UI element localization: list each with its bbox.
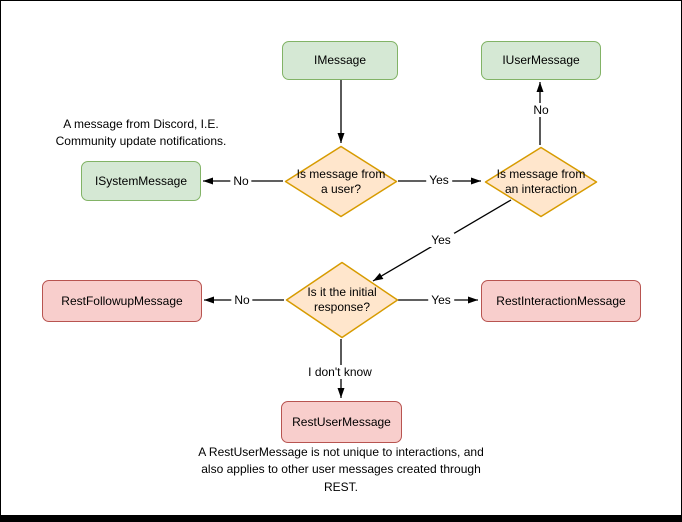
bottom-border-bar — [1, 515, 681, 521]
node-restusermessage[interactable]: RestUserMessage — [281, 401, 402, 443]
decision-is-initial-response-label: Is it the initial response? — [307, 285, 377, 314]
node-iusermessage[interactable]: IUserMessage — [481, 41, 601, 80]
diamond-shape — [484, 146, 598, 218]
diamond-shape — [284, 145, 398, 218]
edge-label-from-user-no: No — [230, 174, 252, 188]
decision-is-message-from-user-label: Is message from a user? — [296, 166, 386, 196]
decision-is-initial-response[interactable]: Is it the initial response? — [285, 261, 399, 339]
node-imessage-label: IMessage — [313, 53, 367, 68]
node-iusermessage-label: IUserMessage — [502, 53, 580, 68]
note-system-message: A message from Discord, I.E. Community u… — [55, 117, 227, 149]
edge-label-from-interaction-yes: Yes — [428, 233, 454, 247]
node-restfollowupmessage-label: RestFollowupMessage — [61, 293, 183, 308]
node-isystemmessage-label: ISystemMessage — [94, 173, 188, 188]
node-isystemmessage[interactable]: ISystemMessage — [81, 161, 201, 201]
diamond-shape — [285, 261, 399, 339]
note-rest-user-message: A RestUserMessage is not unique to inter… — [198, 445, 484, 494]
edge-label-from-interaction-no: No — [530, 103, 552, 117]
edge-label-initial-yes: Yes — [428, 293, 454, 307]
edge-label-from-user-yes: Yes — [426, 173, 452, 187]
node-restfollowupmessage[interactable]: RestFollowupMessage — [42, 280, 202, 322]
edge-label-initial-unknown: I don't know — [305, 365, 375, 379]
edge-label-initial-no: No — [231, 293, 253, 307]
node-restusermessage-label: RestUserMessage — [292, 414, 391, 429]
decision-is-message-from-interaction-label: Is message from an interaction — [496, 167, 586, 196]
node-restinteractionmessage-label: RestInteractionMessage — [496, 293, 626, 308]
decision-is-message-from-interaction[interactable]: Is message from an interaction — [484, 146, 598, 218]
node-restinteractionmessage[interactable]: RestInteractionMessage — [481, 280, 641, 322]
decision-is-message-from-user[interactable]: Is message from a user? — [284, 145, 398, 218]
node-imessage[interactable]: IMessage — [282, 41, 398, 80]
